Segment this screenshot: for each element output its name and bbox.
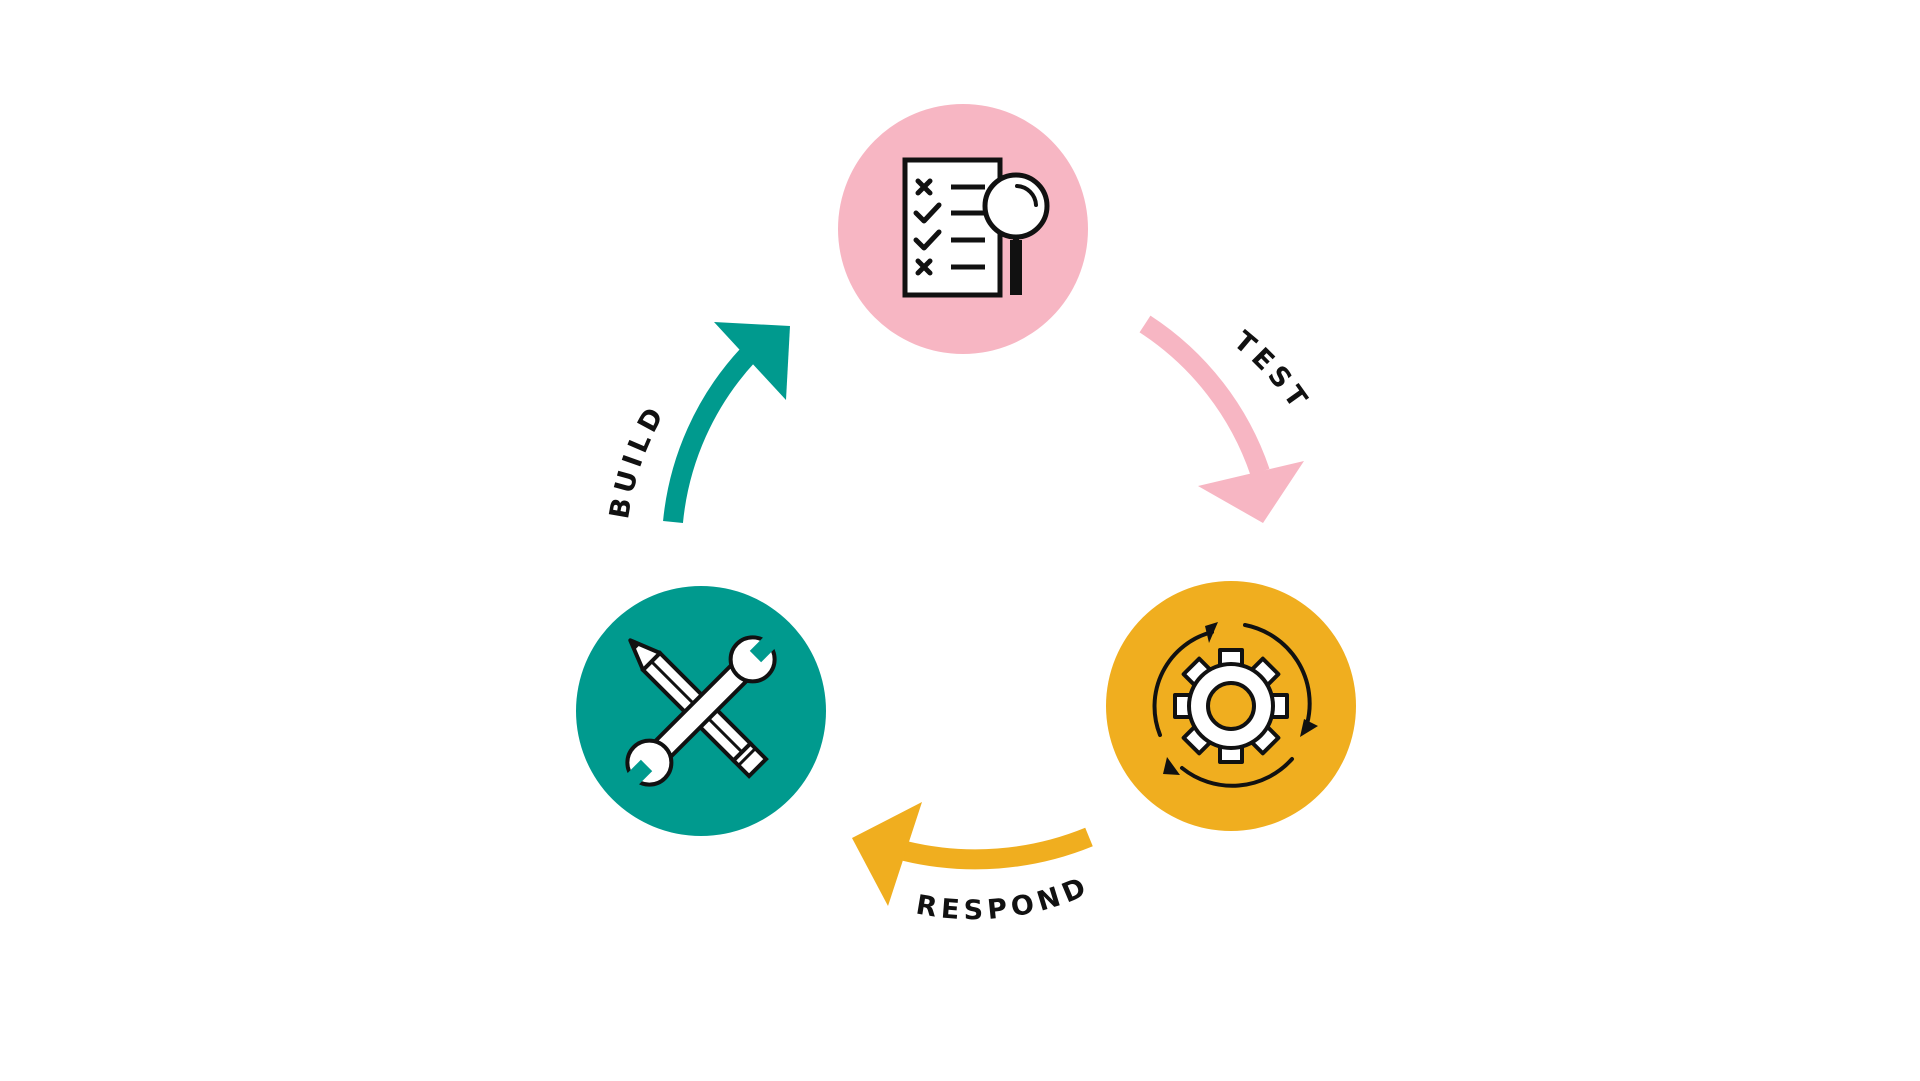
- respond-arrow: [852, 802, 1093, 906]
- build-node: [576, 586, 826, 836]
- test-label: TEST: [1228, 325, 1316, 417]
- test-node: [838, 104, 1088, 354]
- checklist-magnifier-icon: [902, 157, 1050, 298]
- respond-label: RESPOND: [914, 870, 1095, 926]
- test-arrow: [1139, 315, 1304, 523]
- wrench-pencil-icon: [623, 633, 779, 789]
- build-label: BUILD: [604, 399, 672, 522]
- build-arrow: [663, 322, 790, 524]
- respond-node: [1106, 581, 1356, 831]
- gear-cycle-icon: [1152, 622, 1318, 788]
